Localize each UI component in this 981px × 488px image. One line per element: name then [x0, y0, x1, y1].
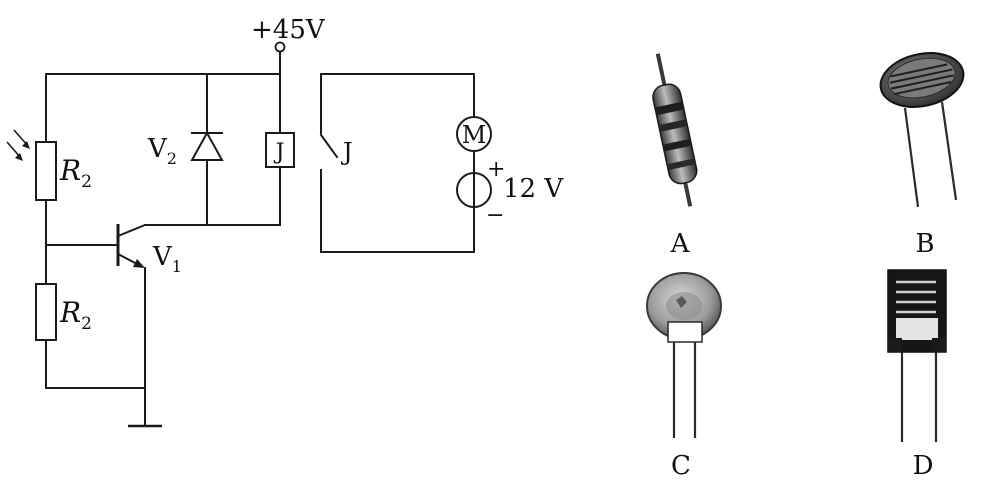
component-a-label: A: [670, 229, 691, 259]
component-c-label: C: [671, 451, 691, 481]
component-b-photoresistor-icon: [879, 52, 965, 208]
battery-voltage-label: 12 V: [503, 174, 564, 204]
resistor-r2-top-label: R2: [59, 154, 92, 192]
transistor-v1-label: V1: [152, 242, 182, 276]
resistor-r2-bottom-icon: [35, 283, 57, 341]
component-a-resistor-icon: [652, 53, 698, 207]
component-d-humidity-sensor-icon: [887, 269, 947, 442]
transistor-collector-icon: [116, 223, 147, 238]
transistor-emitter-arrow-icon: [133, 259, 145, 268]
component-c-thermistor-icon: [646, 272, 722, 438]
resistor-r2-bottom-label: R2: [59, 296, 92, 334]
component-d-label: D: [913, 451, 934, 481]
battery-plus-sign: +: [487, 157, 505, 182]
component-pictures: A B C: [646, 52, 965, 481]
light-arrows-icon: [6, 129, 30, 161]
diode-v2-label: V2: [147, 134, 177, 168]
battery-minus-sign: −: [486, 203, 504, 228]
supply-terminal-icon: [274, 41, 286, 53]
resistor-r2-top-icon: [35, 141, 57, 201]
diode-triangle-icon: [190, 130, 224, 161]
relay-switch-label: J: [340, 138, 353, 166]
circuit-diagram: +45V R2 R2 V1 V2: [6, 15, 564, 428]
supply-voltage-label: +45V: [251, 15, 326, 45]
relay-coil-label: J: [274, 140, 285, 165]
component-b-label: B: [915, 229, 934, 259]
motor-label: M: [462, 121, 487, 149]
relay-switch-contact-icon: [319, 133, 339, 159]
